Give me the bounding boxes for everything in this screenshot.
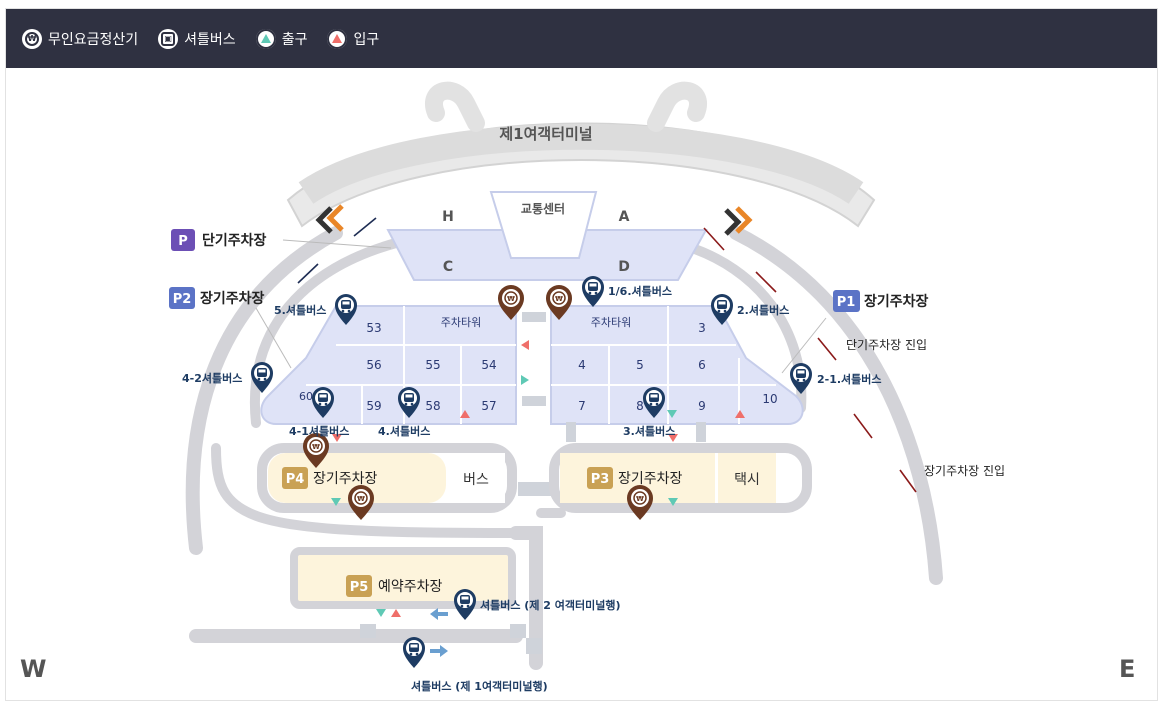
block-56: 56	[366, 358, 381, 372]
block-59: 59	[366, 399, 381, 413]
shuttle-bus-icon[interactable]	[582, 276, 604, 307]
entrance-icon	[327, 28, 348, 49]
tower-west: 주차타워	[441, 316, 481, 329]
leader-lines	[255, 239, 827, 374]
zone-a: A	[619, 209, 630, 225]
terminal-name: 제1여객터미널	[499, 125, 592, 143]
shuttle-stop-2-1[interactable]: 2-1.셔틀버스	[817, 372, 882, 386]
block-10: 10	[762, 392, 777, 406]
direction-chevron-left	[315, 204, 344, 234]
crosswalks	[360, 312, 706, 654]
shuttle-stop-4-2[interactable]: 4-2셔틀버스	[182, 371, 242, 385]
block-5: 5	[636, 358, 644, 372]
p4-label[interactable]: 장기주차장	[313, 471, 378, 487]
direction-chevron-right	[724, 206, 753, 236]
p1-badge	[833, 290, 860, 312]
p3-label[interactable]: 장기주차장	[618, 471, 683, 487]
page-frame: ₩ 무인요금정산기 ▣ 셔틀버스 출구 입구	[5, 8, 1158, 701]
shuttle-stop-1-6[interactable]: 1/6.셔틀버스	[608, 284, 672, 298]
parking-map: ₩ 제1여객터미널 교통센터 H A C D	[169, 81, 1005, 693]
block-54: 54	[481, 358, 496, 372]
block-55: 55	[425, 358, 440, 372]
legend-item-payment: ₩ 무인요금정산기	[22, 28, 139, 49]
legend-label: 셔틀버스	[184, 31, 236, 48]
p2-badge	[169, 287, 195, 309]
block-6: 6	[698, 358, 706, 372]
compass-west: W	[20, 655, 47, 683]
lot-dividers	[306, 306, 776, 424]
short-term-label[interactable]: 단기주차장	[202, 232, 267, 249]
p5-label[interactable]: 예약주차장	[378, 579, 443, 595]
legend-bar: ₩ 무인요금정산기 ▣ 셔틀버스 출구 입구	[6, 9, 1157, 68]
payment-kiosk-icon[interactable]	[347, 484, 375, 521]
taxi-area-label: 택시	[734, 472, 760, 488]
block-7: 7	[578, 399, 586, 413]
zone-c: C	[443, 259, 453, 275]
p3-badge	[587, 467, 613, 489]
shuttle-bus-icon[interactable]	[790, 363, 812, 394]
terminal-left-wing	[425, 81, 485, 132]
p4-badge-text: P4	[286, 472, 305, 487]
p5-badge-text: P5	[350, 580, 369, 595]
lot-p4[interactable]	[268, 453, 446, 503]
transport-center-name: 교통센터	[521, 201, 565, 216]
p2-label[interactable]: 장기주차장	[200, 290, 265, 307]
compass-east: E	[1119, 655, 1136, 683]
p5-badge	[346, 575, 372, 597]
payment-kiosk-icon: ₩	[22, 28, 42, 49]
shuttle-bus-icon: ▣	[158, 28, 179, 49]
legend-item-shuttle: ▣ 셔틀버스	[158, 28, 236, 49]
p1-badge-text: P1	[837, 295, 856, 310]
terminal-outer	[298, 123, 864, 204]
block-8: 8	[636, 399, 644, 413]
long-term-entry-label: 장기주차장 진입	[924, 464, 1005, 478]
lot-east[interactable]	[550, 305, 804, 425]
block-58: 58	[425, 399, 440, 413]
shuttle-stop-5[interactable]: 5.셔틀버스	[274, 303, 326, 317]
transport-center-hub	[489, 191, 598, 259]
p4-badge	[282, 467, 308, 489]
block-9: 9	[698, 399, 706, 413]
block-60: 60	[299, 390, 313, 403]
short-term-entry-label: 단기주차장 진입	[846, 338, 927, 352]
p3-badge-text: P3	[591, 472, 610, 487]
legend-label: 출구	[281, 31, 308, 48]
shuttle-stop-3[interactable]: 3.셔틀버스	[623, 424, 675, 438]
block-57: 57	[481, 399, 496, 413]
legend-item-entrance: 입구	[327, 28, 380, 49]
bus-area-label: 버스	[463, 472, 489, 488]
p2-badge-text: P2	[173, 292, 192, 307]
short-term-badge-text: P	[178, 234, 188, 249]
terminal-right-wing	[647, 81, 707, 132]
payment-kiosk-icon[interactable]	[626, 484, 654, 521]
taxi-area	[718, 453, 776, 503]
shuttle-direction-arrows	[430, 608, 448, 657]
zone-d: D	[618, 259, 630, 275]
block-53: 53	[366, 321, 381, 335]
lot-p5[interactable]	[290, 547, 516, 609]
exit-icon	[255, 28, 276, 49]
zone-h: H	[442, 209, 454, 225]
shuttle-bus-icon[interactable]	[403, 637, 425, 668]
shuttle-stop-t2[interactable]: 셔틀버스 (제 2 여객터미널행)	[480, 598, 621, 612]
traffic-arrows	[297, 217, 917, 493]
shuttle-bus-icon[interactable]	[454, 589, 476, 620]
block-4: 4	[578, 358, 586, 372]
legend-label: 입구	[353, 31, 380, 48]
legend-item-exit: 출구	[255, 28, 308, 49]
tower-east: 주차타워	[591, 316, 631, 329]
short-term-badge	[171, 229, 195, 251]
shuttle-stop-4[interactable]: 4.셔틀버스	[378, 424, 430, 438]
entrance-markers	[332, 340, 745, 617]
shuttle-stop-2[interactable]: 2.셔틀버스	[737, 303, 789, 317]
p1-label[interactable]: 장기주차장	[864, 293, 929, 310]
block-3: 3	[698, 321, 706, 335]
exit-markers	[331, 375, 678, 617]
bus-area	[447, 453, 505, 503]
shuttle-stop-4-1[interactable]: 4-1셔틀버스	[289, 424, 349, 438]
shuttle-stop-t1[interactable]: 셔틀버스 (제 1여객터미널행)	[411, 679, 548, 693]
legend-label: 무인요금정산기	[48, 31, 139, 48]
